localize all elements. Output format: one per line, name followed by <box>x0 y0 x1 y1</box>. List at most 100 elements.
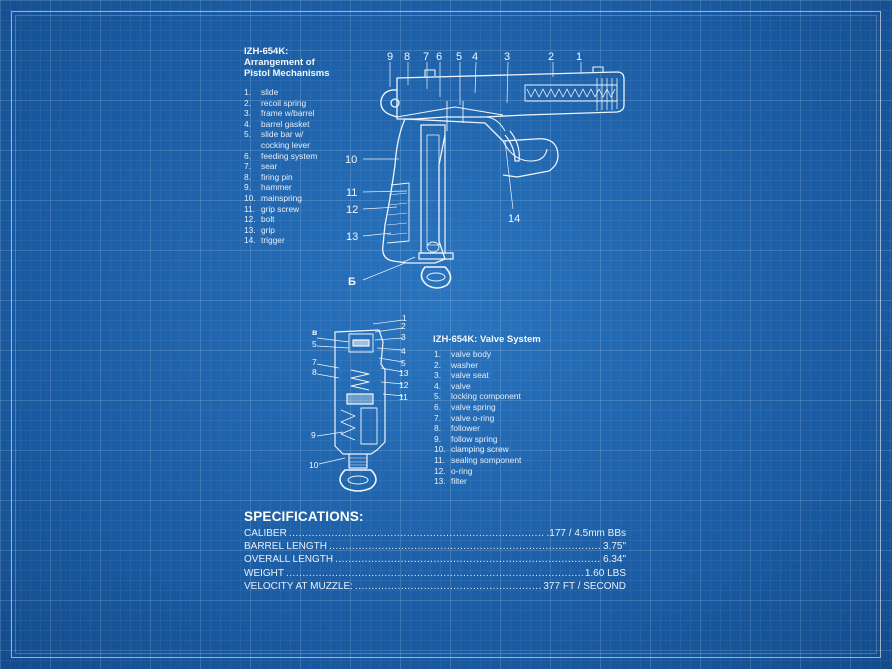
legend-item: 3.valve seat <box>434 370 521 381</box>
legend-number: 8. <box>244 171 251 182</box>
valve-callout-8: 8 <box>312 367 317 377</box>
legend-text: valve body <box>451 349 492 359</box>
legend-text: trigger <box>261 235 285 246</box>
valve-callout-3: 3 <box>401 332 406 342</box>
legend-item: 7.sear <box>244 161 317 172</box>
legend-number: 14. <box>244 235 256 246</box>
pistol-diagram: 9 8 7 6 5 4 3 2 1 10 11 12 13 14 Б <box>345 51 625 289</box>
legend-text: valve <box>451 380 471 391</box>
valve-seat <box>348 333 374 353</box>
legend-number: 13. <box>244 224 256 235</box>
valve-callout-1: 1 <box>402 313 407 323</box>
legend-number: 10. <box>434 444 446 455</box>
specifications-block: SPECIFICATIONS: CALIBER.177 / 4.5mm BBsB… <box>244 509 626 593</box>
pistol-title-line: Pistol Mechanisms <box>244 68 330 79</box>
callout-8: 8 <box>404 51 410 63</box>
frame-outline <box>404 118 559 178</box>
clamping-screw <box>348 454 368 469</box>
legend-item: 2.washer <box>434 360 521 371</box>
legend-number: 11. <box>244 203 256 214</box>
magazine-tube <box>426 134 440 246</box>
spec-label: VELOCITY AT MUZZLE: <box>244 580 353 592</box>
legend-text: slide <box>261 87 279 97</box>
legend-number: 6. <box>434 401 441 412</box>
legend-text: filter <box>451 476 467 487</box>
legend-text: slide bar w/ <box>261 129 304 140</box>
legend-number: 5. <box>244 129 251 140</box>
spec-row: BARREL LENGTH3.75" <box>244 540 626 553</box>
outer-border <box>11 11 881 658</box>
legend-item: 9.hammer <box>244 182 317 193</box>
legend-number: 7. <box>244 161 251 172</box>
legend-number: 1. <box>434 349 441 359</box>
valve-callout-12: 12 <box>399 380 409 390</box>
legend-text: frame w/barrel <box>261 108 315 119</box>
valve-leaders <box>316 319 404 465</box>
legend-number: 2. <box>244 97 251 108</box>
legend-text: follower <box>451 423 480 434</box>
legend-item: 14. trigger <box>244 235 317 246</box>
magazine-loop <box>420 266 452 289</box>
magazine-cap <box>426 241 440 253</box>
valve-callout-4: 4 <box>401 346 406 356</box>
inner-border <box>15 15 877 654</box>
legend-number: 4. <box>434 380 441 391</box>
legend-item: 6.feeding system <box>244 151 317 162</box>
recoil-spring <box>526 88 616 98</box>
legend-item: 1. valve body <box>434 349 521 360</box>
valve-callout-b: в <box>312 327 317 337</box>
legend-number: 9. <box>244 182 251 193</box>
legend-text: follow spring <box>451 433 498 444</box>
spec-value: 377 FT / SECOND <box>543 580 626 592</box>
legend-text: grip <box>261 224 275 235</box>
legend-item: 5.locking component <box>434 391 521 402</box>
leader-lines <box>362 61 582 281</box>
callout-1: 1 <box>576 51 582 63</box>
legend-number: 13. <box>434 476 446 487</box>
feed-link <box>484 116 506 132</box>
magazine-body <box>420 124 446 254</box>
valve-callout-9: 9 <box>311 430 316 440</box>
callout-7: 7 <box>423 51 429 63</box>
legend-item: 8. firing pin <box>244 172 317 183</box>
legend-item: 13. filter <box>434 476 521 487</box>
legend-item: 12.bolt <box>244 214 317 225</box>
slide-serrations <box>596 78 618 111</box>
legend-text: clamping screw <box>451 444 509 455</box>
callout-5: 5 <box>456 51 462 63</box>
legend-item: 11.grip screw <box>244 204 317 215</box>
follow-spring <box>340 409 356 441</box>
cocking-lever <box>396 106 504 118</box>
sight <box>592 66 604 72</box>
legend-text: firing pin <box>261 171 293 182</box>
spec-leader-dots <box>286 567 583 580</box>
legend-text: valve seat <box>451 370 489 381</box>
spec-leader-dots <box>355 580 541 593</box>
grip-texture <box>386 192 408 236</box>
valve-washer <box>352 339 370 347</box>
callout-10: 10 <box>345 154 357 166</box>
legend-number: 6. <box>244 150 251 161</box>
valve-callout-2: 2 <box>401 321 406 331</box>
legend-text: bolt <box>261 214 275 225</box>
spec-row: CALIBER.177 / 4.5mm BBs <box>244 527 626 540</box>
legend-item: cocking lever <box>244 140 317 151</box>
barrel-bore <box>524 84 618 102</box>
legend-number: 8. <box>434 423 441 434</box>
legend-item: 13. grip <box>244 225 317 236</box>
legend-item: 2.recoil spring <box>244 98 317 109</box>
spec-leader-dots <box>289 527 545 540</box>
spec-value: 3.75" <box>602 541 626 553</box>
legend-text: sealing somponent <box>451 454 522 465</box>
legend-number: 10. <box>244 192 256 203</box>
spec-label: OVERALL LENGTH <box>244 554 334 566</box>
pistol-title: IZH-654K: Arrangement of Pistol Mechanis… <box>244 46 330 79</box>
spec-value: 1.60 LBS <box>584 567 626 579</box>
legend-number: 1. <box>244 87 251 97</box>
spec-value: .177 / 4.5mm BBs <box>546 528 626 539</box>
spec-row: WEIGHT1.60 LBS <box>244 567 626 580</box>
legend-number: 12. <box>434 465 446 476</box>
legend-number: 3. <box>244 108 251 119</box>
